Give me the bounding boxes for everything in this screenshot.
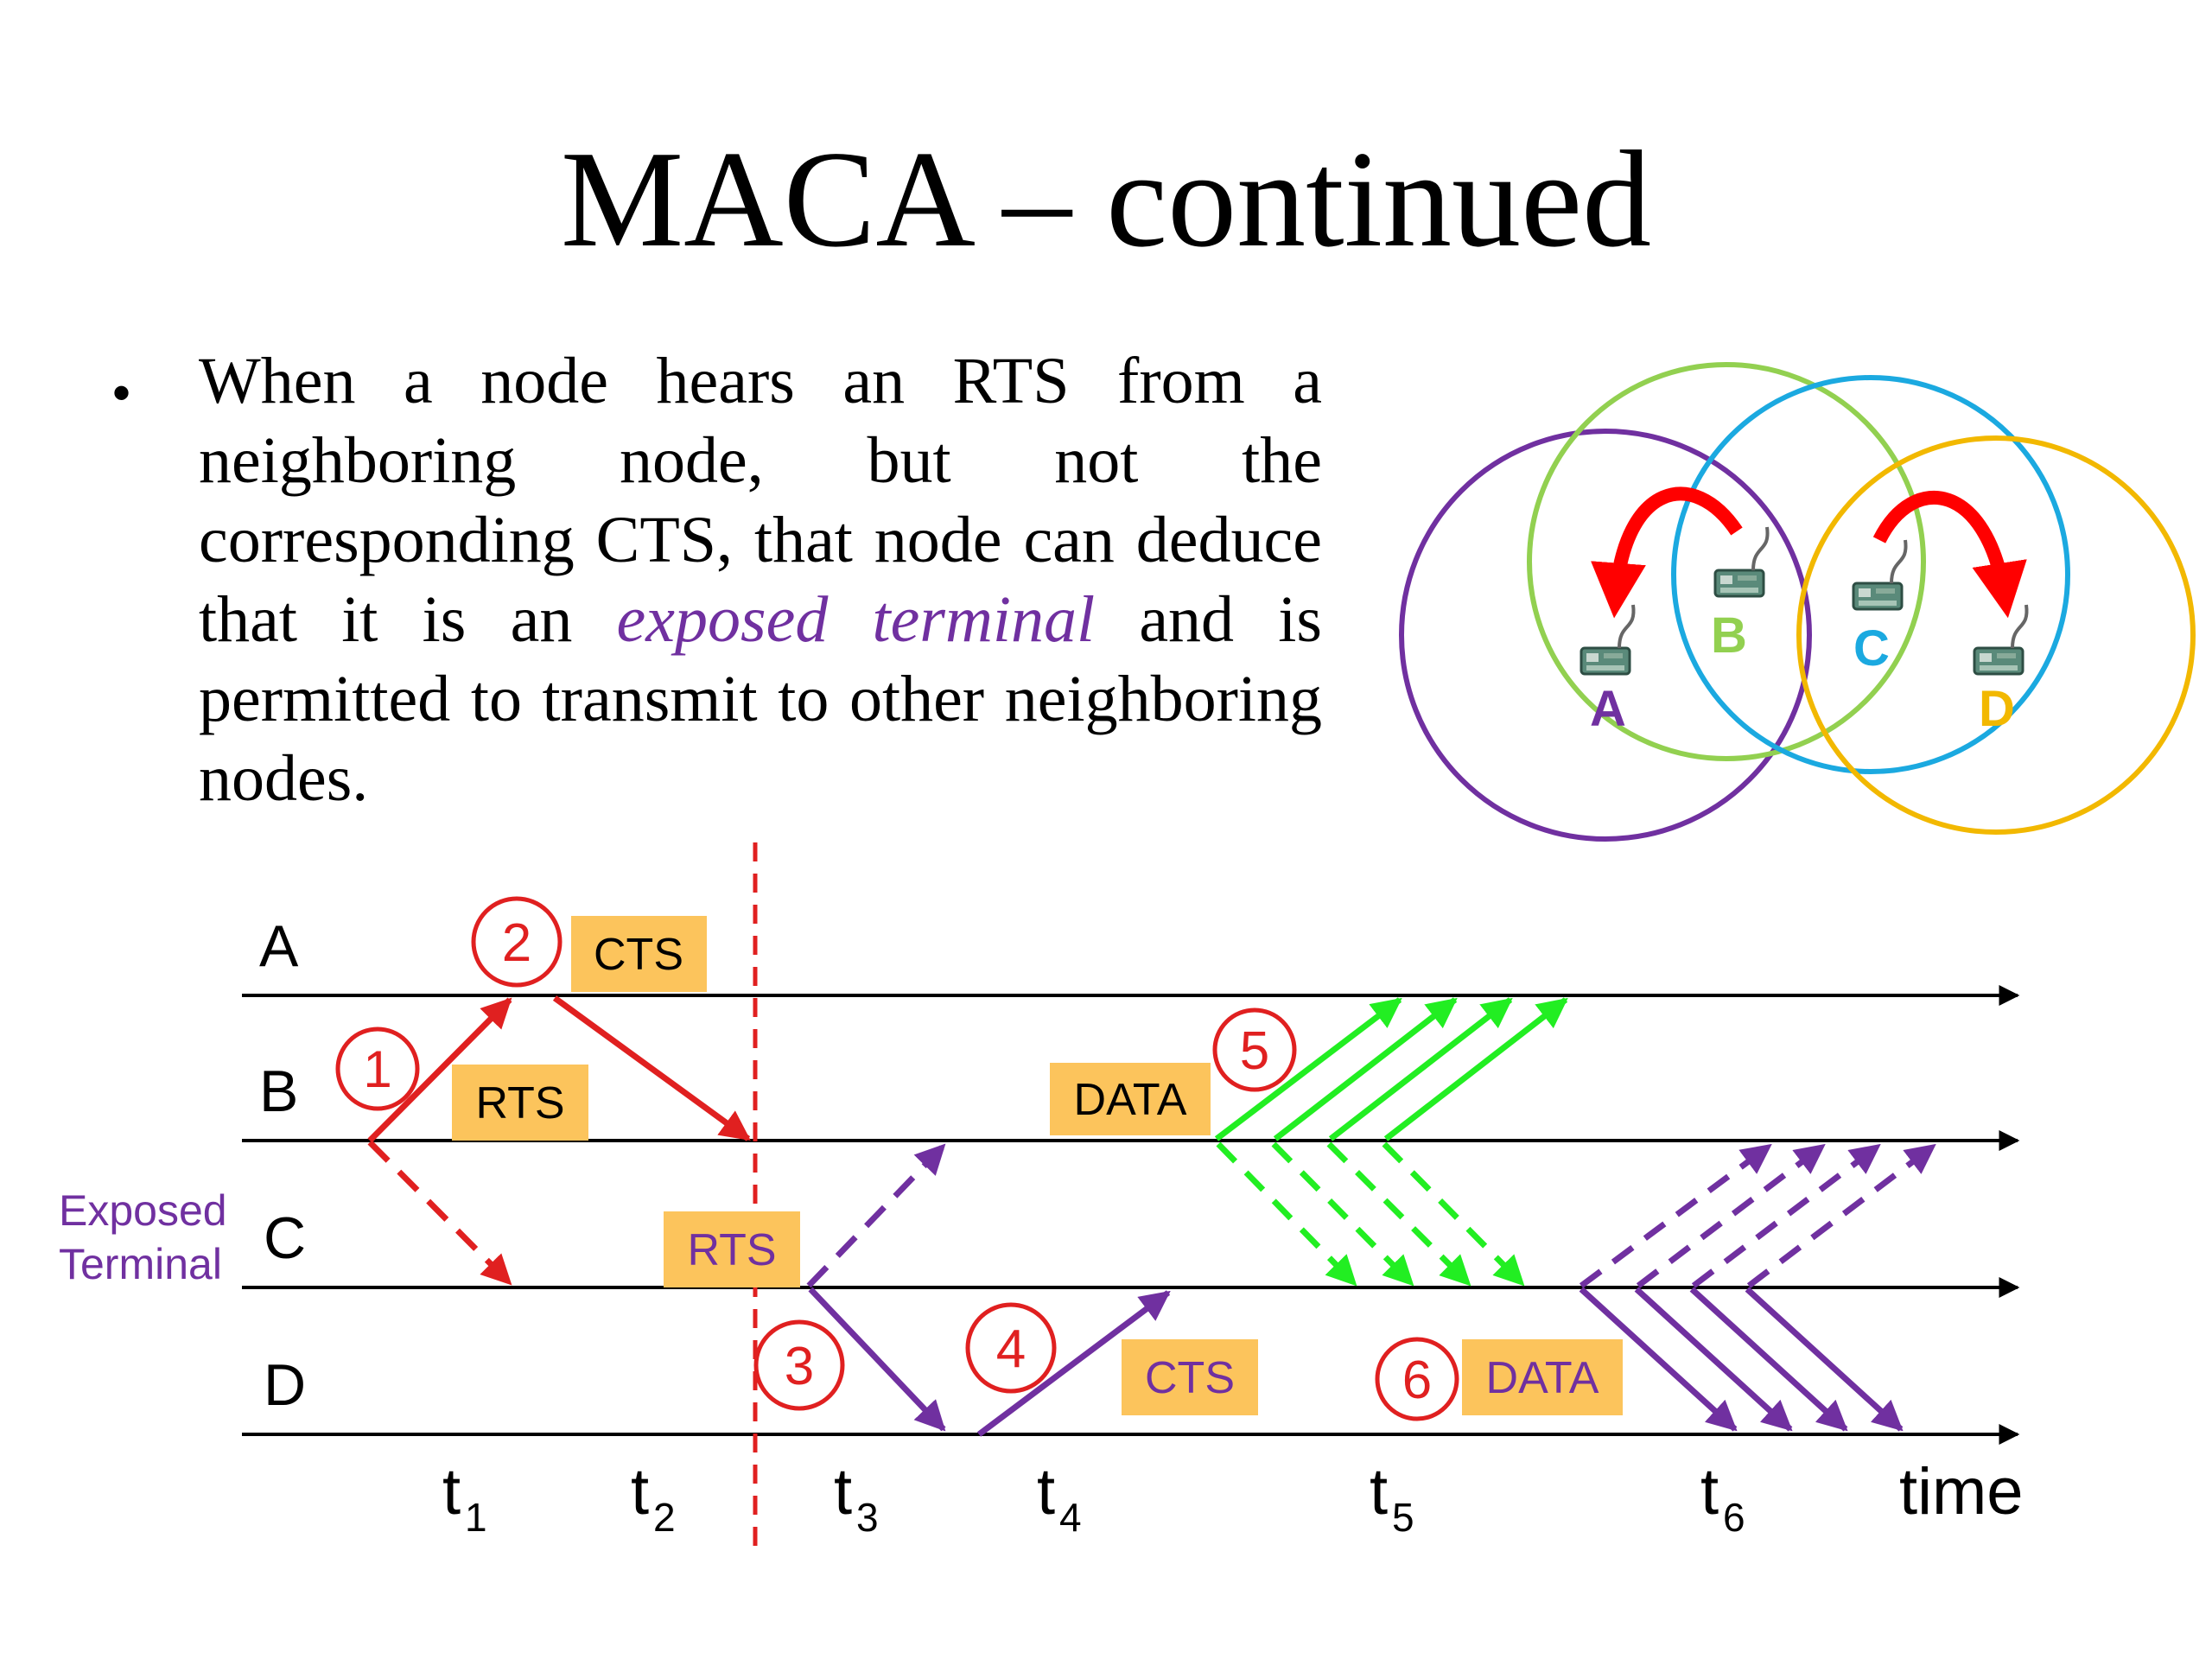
- range-circle-b: [1527, 362, 1926, 761]
- time-tick-3-base: t: [834, 1455, 852, 1529]
- step-marker-6: 6: [1375, 1337, 1459, 1421]
- step-number-3: 3: [785, 1337, 814, 1396]
- rts-box-b: [452, 1065, 588, 1141]
- arrow-rts-c-to-d: [808, 1287, 946, 1432]
- time-tick-2-sub: 2: [653, 1495, 676, 1540]
- row-label-a: A: [259, 913, 299, 979]
- arrow-data-c-to-d-1: [1579, 1287, 1738, 1432]
- step-number-1: 1: [363, 1040, 391, 1098]
- arrow-data-c-to-b-dashed-2: [1636, 1143, 1826, 1288]
- bullet-text: When a node hears an RTS from a neighbor…: [199, 341, 1322, 818]
- node-label-a: A: [1590, 681, 1626, 737]
- step-marker-4: 4: [965, 1302, 1057, 1394]
- time-tick-6: t 6: [1700, 1455, 1745, 1540]
- time-tick-1-base: t: [442, 1455, 461, 1529]
- cts-label-d: CTS: [1145, 1353, 1235, 1403]
- row-label-c: C: [264, 1205, 306, 1271]
- data-label-d: DATA: [1486, 1353, 1599, 1403]
- time-tick-1-sub: 1: [465, 1495, 487, 1540]
- radio-icon-b: [1713, 525, 1770, 598]
- step-number-6: 6: [1402, 1351, 1432, 1410]
- arrow-data-c-to-d-3: [1689, 1287, 1848, 1432]
- arrow-data-c-to-b-dashed-4: [1746, 1143, 1936, 1288]
- cts-box-d: [1122, 1339, 1258, 1415]
- transmission-arrow-c-to-d: [1872, 490, 2027, 619]
- time-tick-5-base: t: [1370, 1455, 1388, 1529]
- exposed-terminal-label-line2: Terminal: [59, 1240, 222, 1288]
- bullet-marker: •: [112, 364, 131, 422]
- bullet-text-part1: When a node hears an RTS from a neighbor…: [199, 345, 1322, 656]
- arrow-cts-d-to-c: [976, 1290, 1171, 1437]
- step-number-2: 2: [502, 913, 531, 973]
- exposed-terminal-label-line1: Exposed: [59, 1186, 227, 1235]
- bullet-text-part2: and is permitted to transmit to other ne…: [199, 583, 1322, 815]
- transmission-arrow-b-to-a: [1591, 486, 1743, 619]
- step-number-4: 4: [996, 1319, 1026, 1379]
- time-tick-6-base: t: [1700, 1455, 1719, 1529]
- arrow-data-b-to-c-dashed-1: [1216, 1141, 1357, 1287]
- time-tick-4: t 4: [1037, 1455, 1082, 1540]
- arrow-rts-b-to-c-dashed: [367, 1140, 512, 1286]
- arrow-data-b-to-a-2: [1273, 997, 1458, 1141]
- arrow-data-c-to-d-4: [1745, 1287, 1904, 1432]
- cts-label-a: CTS: [594, 930, 683, 980]
- time-tick-3-sub: 3: [856, 1495, 879, 1540]
- bullet-emphasis: exposed terminal: [616, 583, 1096, 656]
- topology-diagram: A B C D: [1399, 362, 2196, 842]
- time-tick-2-base: t: [631, 1455, 649, 1529]
- arrow-data-b-to-a-1: [1214, 997, 1402, 1141]
- step-number-5: 5: [1240, 1021, 1269, 1081]
- step-marker-5: 5: [1212, 1007, 1297, 1092]
- time-tick-5: t 5: [1370, 1455, 1414, 1540]
- rts-label-b: RTS: [475, 1078, 564, 1128]
- arrow-cts-a-to-b: [552, 995, 751, 1141]
- row-label-d: D: [264, 1352, 306, 1418]
- arrow-data-c-to-d-2: [1634, 1287, 1793, 1432]
- arrow-data-b-to-c-dashed-3: [1326, 1141, 1471, 1287]
- time-tick-4-sub: 4: [1059, 1495, 1082, 1540]
- radio-icon-d: [1973, 603, 2029, 676]
- node-label-c: C: [1853, 620, 1890, 677]
- step-marker-1: 1: [335, 1027, 420, 1111]
- data-box-b: [1050, 1063, 1211, 1135]
- cts-box-a: [571, 916, 707, 992]
- time-tick-6-sub: 6: [1723, 1495, 1745, 1540]
- arrow-data-c-to-b-dashed-3: [1691, 1143, 1881, 1288]
- time-tick-1: t 1: [442, 1455, 487, 1540]
- data-label-b: DATA: [1074, 1075, 1187, 1125]
- arrow-rts-b-to-a: [367, 997, 512, 1143]
- time-tick-3: t 3: [834, 1455, 879, 1540]
- slide-title: MACA – continued: [560, 122, 1652, 276]
- step-marker-2: 2: [471, 896, 563, 988]
- radio-icon-c: [1852, 538, 1908, 611]
- arrow-data-b-to-c-dashed-4: [1382, 1141, 1525, 1287]
- radio-icon-a: [1580, 603, 1636, 676]
- arrow-data-b-to-c-dashed-2: [1271, 1141, 1414, 1287]
- arrow-rts-c-to-b-dashed: [806, 1143, 946, 1288]
- arrow-data-c-to-b-dashed-1: [1579, 1143, 1772, 1288]
- range-circle-d: [1796, 435, 2196, 835]
- time-tick-4-base: t: [1037, 1455, 1055, 1529]
- data-box-d: [1462, 1339, 1623, 1415]
- rts-box-c: [664, 1211, 800, 1287]
- range-circle-c: [1671, 375, 2070, 774]
- row-label-b: B: [259, 1058, 298, 1124]
- arrow-data-b-to-a-3: [1328, 997, 1513, 1141]
- rts-label-c: RTS: [687, 1225, 776, 1275]
- time-tick-2: t 2: [631, 1455, 676, 1540]
- step-marker-3: 3: [753, 1319, 845, 1411]
- node-label-b: B: [1711, 607, 1747, 664]
- timing-diagram: A B C D Exposed Terminal CTS RTS DATA RT…: [59, 842, 2024, 1551]
- time-axis-label: time: [1899, 1455, 2024, 1529]
- node-label-d: D: [1979, 681, 2015, 737]
- time-tick-5-sub: 5: [1392, 1495, 1414, 1540]
- arrow-data-b-to-a-4: [1383, 997, 1568, 1141]
- range-circle-a: [1399, 429, 1812, 842]
